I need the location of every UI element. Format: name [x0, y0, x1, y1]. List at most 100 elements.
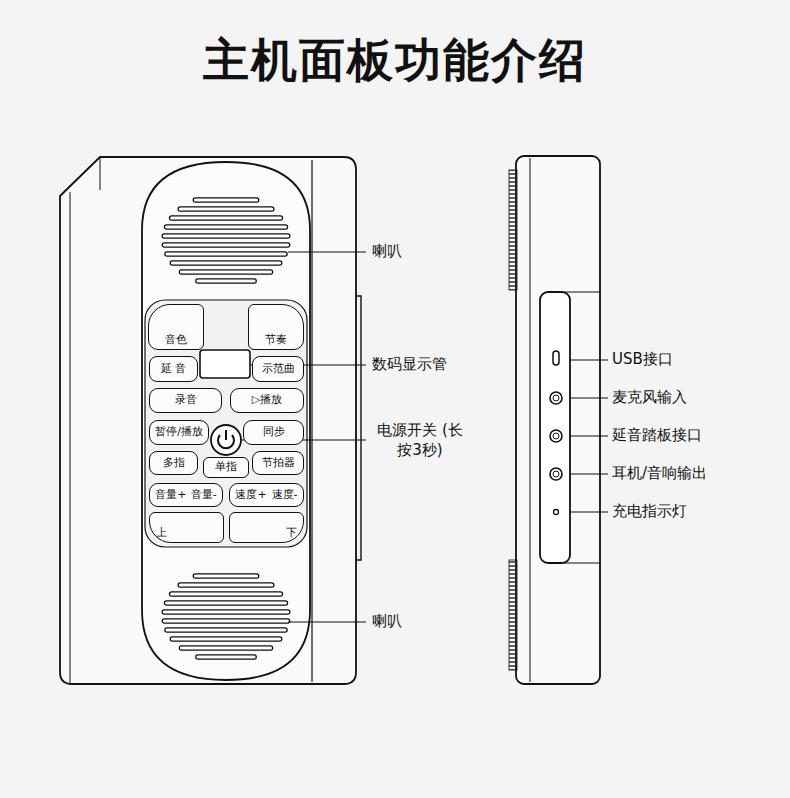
speaker-slit — [172, 591, 281, 597]
speaker-slit — [164, 611, 288, 614]
speaker-slit — [167, 627, 285, 633]
speaker-side — [509, 170, 517, 290]
speaker-slit — [180, 208, 272, 211]
button-label: 节奏 — [265, 334, 287, 346]
panel-button: 下 — [229, 512, 304, 543]
speaker-slit — [164, 235, 288, 238]
speaker-slit — [180, 206, 272, 212]
panel-button: 延 音 — [149, 356, 198, 382]
callout-label: 喇叭 — [372, 612, 402, 632]
housing-edge — [530, 158, 531, 682]
button-label: 暂停/播放 — [155, 426, 203, 438]
button-label: 单指 — [215, 461, 237, 473]
speaker-slit — [172, 638, 279, 641]
power-icon — [225, 430, 227, 440]
speaker-slit — [181, 269, 270, 275]
speaker-slit — [181, 647, 270, 650]
audio-jack — [550, 468, 562, 480]
speaker-slit — [172, 217, 281, 220]
speaker-slit — [181, 645, 270, 651]
speaker-slit — [164, 233, 288, 239]
speaker-slit — [172, 593, 281, 596]
speaker-slit — [164, 620, 287, 623]
panel-button: 音色 — [148, 304, 204, 350]
panel-button: 节拍器 — [252, 451, 304, 475]
panel-button: 录音 — [149, 388, 222, 413]
button-label: ▷播放 — [252, 394, 282, 406]
speaker-slit — [167, 224, 286, 230]
audio-jack — [553, 471, 559, 477]
button-label: 多指 — [163, 457, 185, 469]
speaker-slit — [164, 618, 287, 624]
callout-label: 电源开关 (长按3秒) — [372, 421, 468, 460]
speaker-slit — [195, 575, 256, 578]
speaker-side — [509, 560, 517, 670]
button-label: 音量- — [191, 489, 217, 501]
housing-front — [60, 157, 356, 684]
leader-lines — [241, 252, 608, 622]
speaker-slit — [198, 654, 254, 660]
speaker-slit — [164, 609, 288, 615]
port-label: 充电指示灯 — [612, 502, 687, 522]
speaker-slit — [181, 271, 270, 274]
speaker-slit — [172, 262, 279, 265]
speaker-slit — [180, 582, 272, 588]
callout-label: 喇叭 — [372, 242, 402, 262]
speaker-slit — [172, 215, 281, 221]
button-label: 上 — [156, 527, 167, 539]
port-label: 延音踏板接口 — [612, 426, 702, 446]
panel-button: 速度+ 速度- — [229, 483, 304, 507]
housing-edge — [70, 192, 71, 684]
button-label: 延 音 — [161, 363, 187, 375]
panel-button: 上 — [149, 512, 224, 543]
panel-button: 节奏 — [248, 304, 304, 350]
speaker-slit — [167, 251, 285, 257]
button-tray — [145, 300, 307, 547]
side-bump — [356, 296, 361, 560]
panel-button: 单指 — [203, 457, 249, 478]
panel-button: 暂停/播放 — [149, 420, 209, 445]
housing-side — [516, 156, 600, 684]
speaker-slit — [198, 656, 254, 659]
speaker-slit — [172, 260, 279, 266]
mic-jack — [550, 392, 562, 404]
pedal-jack — [550, 430, 562, 442]
speaker-slit — [198, 280, 254, 283]
button-label: 音量+ — [155, 489, 186, 501]
usb-port — [553, 351, 559, 365]
speaker-slit — [167, 600, 286, 606]
callout-label: 数码显示管 — [372, 355, 447, 375]
speaker-slit — [164, 242, 287, 248]
port-label: USB接口 — [612, 350, 673, 370]
speaker-slit — [195, 573, 256, 579]
panel-button: 多指 — [149, 451, 198, 475]
speaker-slit — [164, 244, 287, 247]
button-label: 节拍器 — [262, 457, 295, 469]
speaker-slit — [167, 226, 286, 229]
pedal-jack — [553, 433, 559, 439]
button-label: 录音 — [175, 394, 197, 406]
button-label: 音色 — [165, 334, 187, 346]
speaker-slit — [167, 253, 285, 256]
page-title: 主机面板功能介绍 — [0, 30, 790, 92]
charge-led — [554, 510, 559, 515]
port-label: 麦克风输入 — [612, 388, 687, 408]
button-label: 示范曲 — [262, 363, 295, 375]
housing-edge — [311, 160, 312, 682]
speaker-slit — [172, 636, 279, 642]
digital-display — [200, 350, 250, 378]
speaker-slit — [167, 602, 286, 605]
power-button — [211, 425, 241, 455]
button-label: 下 — [286, 527, 297, 539]
speaker-slit — [180, 584, 272, 587]
panel-button: 示范曲 — [252, 356, 304, 382]
mic-jack — [553, 395, 559, 401]
button-label: 速度- — [272, 489, 298, 501]
button-label: 速度+ — [235, 489, 266, 501]
panel-button: ▷播放 — [230, 388, 304, 413]
port-panel — [540, 292, 570, 563]
speaker-slit — [195, 199, 256, 202]
port-label: 耳机/音响输出 — [612, 464, 707, 484]
speaker-slit — [198, 278, 254, 284]
face-panel — [142, 162, 310, 680]
